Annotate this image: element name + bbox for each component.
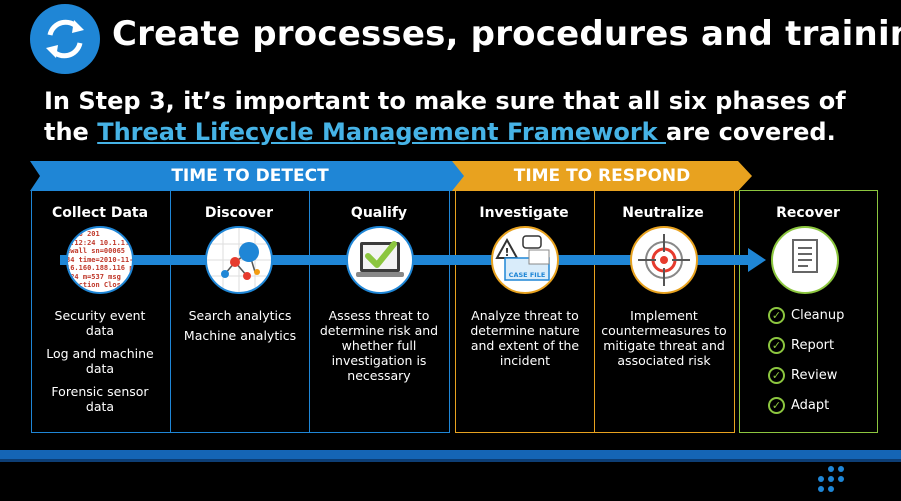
discover-description: Search analytics Machine analytics (174, 308, 306, 351)
investigate-description: Analyze threat to determine nature and e… (462, 308, 588, 376)
target-crosshair-icon (630, 226, 698, 294)
description-line: Log and machine data (46, 346, 154, 376)
divider (594, 190, 595, 433)
intro-text-after: are covered. (666, 118, 836, 146)
description-line: Search analytics (188, 308, 292, 323)
log-line: 7:12:24 10.1.1. (66, 238, 130, 247)
check-circle-icon: ✓ (768, 337, 785, 354)
network-analytics-icon (205, 226, 273, 294)
divider (170, 190, 171, 433)
log-line: 16.160.188.116 pri (66, 264, 134, 272)
page-title: Create processes, procedures and trainin… (112, 14, 901, 54)
document-icon (771, 226, 839, 294)
time-to-respond-banner: TIME TO RESPOND (452, 161, 752, 191)
log-line: ewall sn=00065 (66, 247, 126, 255)
divider (309, 190, 310, 433)
log-line: nnection Clos (66, 281, 121, 289)
recover-phase-group (739, 190, 878, 433)
qualify-description: Assess threat to determine risk and whet… (314, 308, 444, 391)
checklist-item: ✓ Adapt (768, 397, 829, 414)
checklist-label: Review (791, 368, 838, 383)
time-to-respond-label: TIME TO RESPOND (513, 166, 691, 186)
footer-bar (0, 450, 901, 459)
detect-phase-group (31, 190, 450, 433)
checklist-label: Report (791, 338, 835, 353)
checkmark-monitor-icon (346, 226, 414, 294)
collect-data-description: Security event data Log and machine data… (44, 308, 156, 422)
checklist-item: ✓ Report (768, 337, 834, 354)
checklist-label: Cleanup (791, 308, 845, 323)
footer-bar-shadow (0, 459, 901, 462)
checklist-label: Adapt (791, 398, 830, 413)
log-data-icon: 2:28 201 7:12:24 10.1.1. ewall sn=00065 … (66, 226, 134, 294)
neutralize-description: Implement countermeasures to mitigate th… (598, 308, 730, 376)
brand-dots-logo (818, 466, 858, 498)
case-file-icon: ! CASE FILE (491, 226, 559, 294)
log-line: 2:28 201 (66, 230, 100, 238)
description-line: Forensic sensor data (51, 384, 149, 414)
framework-link[interactable]: Threat Lifecycle Management Framework (97, 118, 666, 146)
phase-title-recover: Recover (776, 205, 840, 221)
log-line: 024 m=537 msg (66, 272, 121, 281)
time-to-detect-label: TIME TO DETECT (171, 166, 329, 186)
phase-title-qualify: Qualify (350, 205, 408, 221)
checklist-item: ✓ Cleanup (768, 307, 844, 324)
checklist-item: ✓ Review (768, 367, 837, 384)
description-line: Assess threat to determine risk and whet… (319, 308, 439, 383)
phase-title-investigate: Investigate (479, 205, 569, 221)
log-line: 34 time=2010-11-2 (66, 255, 134, 264)
refresh-cycle-icon (30, 4, 100, 74)
description-line: Implement countermeasures to mitigate th… (601, 308, 727, 368)
svg-text:!: ! (504, 246, 509, 259)
description-line: Security event data (54, 308, 146, 338)
time-to-detect-banner: TIME TO DETECT (30, 161, 470, 191)
description-line: Analyze threat to determine nature and e… (470, 308, 580, 368)
phase-title-neutralize: Neutralize (622, 205, 704, 221)
respond-phase-group (455, 190, 735, 433)
check-circle-icon: ✓ (768, 367, 785, 384)
phase-title-collect-data: Collect Data (51, 205, 149, 221)
intro-text: In Step 3, it’s important to make sure t… (44, 86, 864, 148)
check-circle-icon: ✓ (768, 397, 785, 414)
check-circle-icon: ✓ (768, 307, 785, 324)
description-line: Machine analytics (183, 328, 297, 343)
intro-text-before: In Step 3, it’s important to make sure t… (44, 87, 846, 146)
phase-title-discover: Discover (204, 205, 274, 221)
case-file-label: CASE FILE (509, 271, 546, 279)
